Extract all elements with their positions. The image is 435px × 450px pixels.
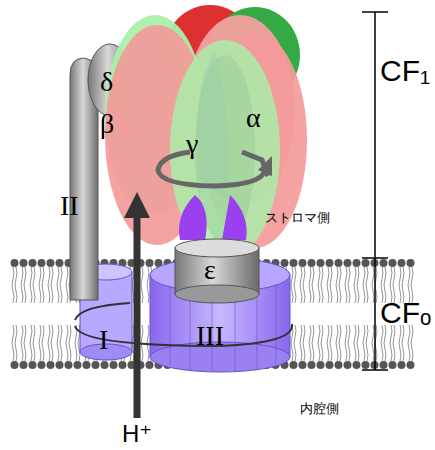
- subunit-label: β: [100, 110, 114, 138]
- side-label: 内腔側: [300, 402, 339, 415]
- subunit-label: α: [246, 104, 261, 132]
- subunit-label: I: [99, 326, 108, 354]
- subunit-label: δ: [100, 68, 113, 96]
- ring-path-back: [75, 303, 130, 320]
- ion-label: H⁺: [122, 422, 152, 446]
- subunit-label: II: [60, 192, 79, 220]
- epsilon-subunit: [175, 239, 259, 303]
- subunit-label: γ: [186, 130, 198, 158]
- side-label: ストロマ側: [265, 211, 330, 224]
- complex-label: CFₒ: [380, 298, 431, 328]
- subunit-label: III: [196, 322, 224, 350]
- subunit-label: ε: [204, 256, 216, 284]
- rotation-arrow: [158, 152, 272, 186]
- complex-label: CF₁: [380, 56, 430, 86]
- proton-arrow: [124, 192, 150, 418]
